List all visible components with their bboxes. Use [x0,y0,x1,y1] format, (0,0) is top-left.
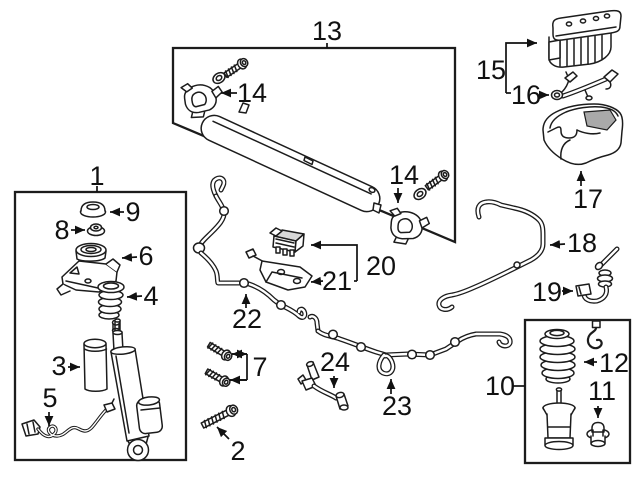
part-24-bracket [297,360,349,411]
part-7-screw-2 [203,366,233,390]
callout-13[interactable]: 13 [312,16,342,46]
callout-9[interactable]: 9 [125,197,140,227]
box-1-outline [13,190,188,462]
part-23-hose-harness [307,313,513,377]
part-stabilizer-bar [200,102,382,214]
part-15-compressor-cover [548,9,622,68]
callout-24[interactable]: 24 [320,347,350,377]
box-1-shock-kit [13,190,188,462]
callout-numbers: 1 13 9 8 6 4 3 5 7 2 14 14 15 16 17 18 1… [42,16,629,466]
part-2-bolt [199,402,241,432]
callout-11[interactable]: 11 [588,376,616,406]
callout-10[interactable]: 10 [485,371,515,401]
callout-20[interactable]: 20 [366,251,396,281]
callout-14-right[interactable]: 14 [389,160,419,190]
callout-lines [44,38,603,440]
callout-12[interactable]: 12 [599,348,629,378]
part-5-wiring-harness [21,398,116,439]
part-14-bolt-left [221,55,251,81]
part-9-upper-cap [79,201,107,218]
callout-3[interactable]: 3 [51,351,66,381]
part-21-bracket [245,248,313,291]
callout-1[interactable]: 1 [89,161,104,191]
part-20-solenoid-valve [269,227,305,257]
part-shock-absorber [110,318,164,462]
part-8-nut [86,223,106,237]
part-11-bump-stop [586,421,610,448]
part-7-screw-1 [205,339,235,364]
part-piston-mount [542,387,576,451]
callout-4[interactable]: 4 [143,281,158,311]
callout-8[interactable]: 8 [54,215,69,245]
callout-22[interactable]: 22 [232,304,262,334]
part-retainer-clip [586,320,603,350]
box-10-outline [523,318,632,465]
callout-7[interactable]: 7 [252,352,267,382]
part-18-hose [436,199,546,312]
part-14-bolt-right [423,167,452,193]
callout-6[interactable]: 6 [138,241,153,271]
box-13-outline [171,46,457,244]
box-10-air-spring-kit [523,318,632,465]
callout-5[interactable]: 5 [42,383,57,413]
callout-17[interactable]: 17 [573,184,603,214]
part-22-hose-harness [192,175,308,320]
part-16-mount-bracket [550,69,619,101]
part-19-valve-fitting [575,246,620,304]
callout-21[interactable]: 21 [322,266,352,296]
part-17-shield-housing [542,103,624,166]
part-14-bracket-right [387,207,431,247]
part-3-dust-tube [83,338,108,392]
part-14-bracket-left [179,78,226,121]
callout-19[interactable]: 19 [532,277,562,307]
callout-2[interactable]: 2 [230,436,245,466]
callout-14-left[interactable]: 14 [237,78,267,108]
callout-23[interactable]: 23 [382,391,412,421]
callout-15[interactable]: 15 [476,55,506,85]
box-13-stabilizer-bar [171,46,457,247]
callout-18[interactable]: 18 [567,228,597,258]
part-12-air-spring-bellows [539,328,576,384]
callout-16[interactable]: 16 [511,80,541,110]
